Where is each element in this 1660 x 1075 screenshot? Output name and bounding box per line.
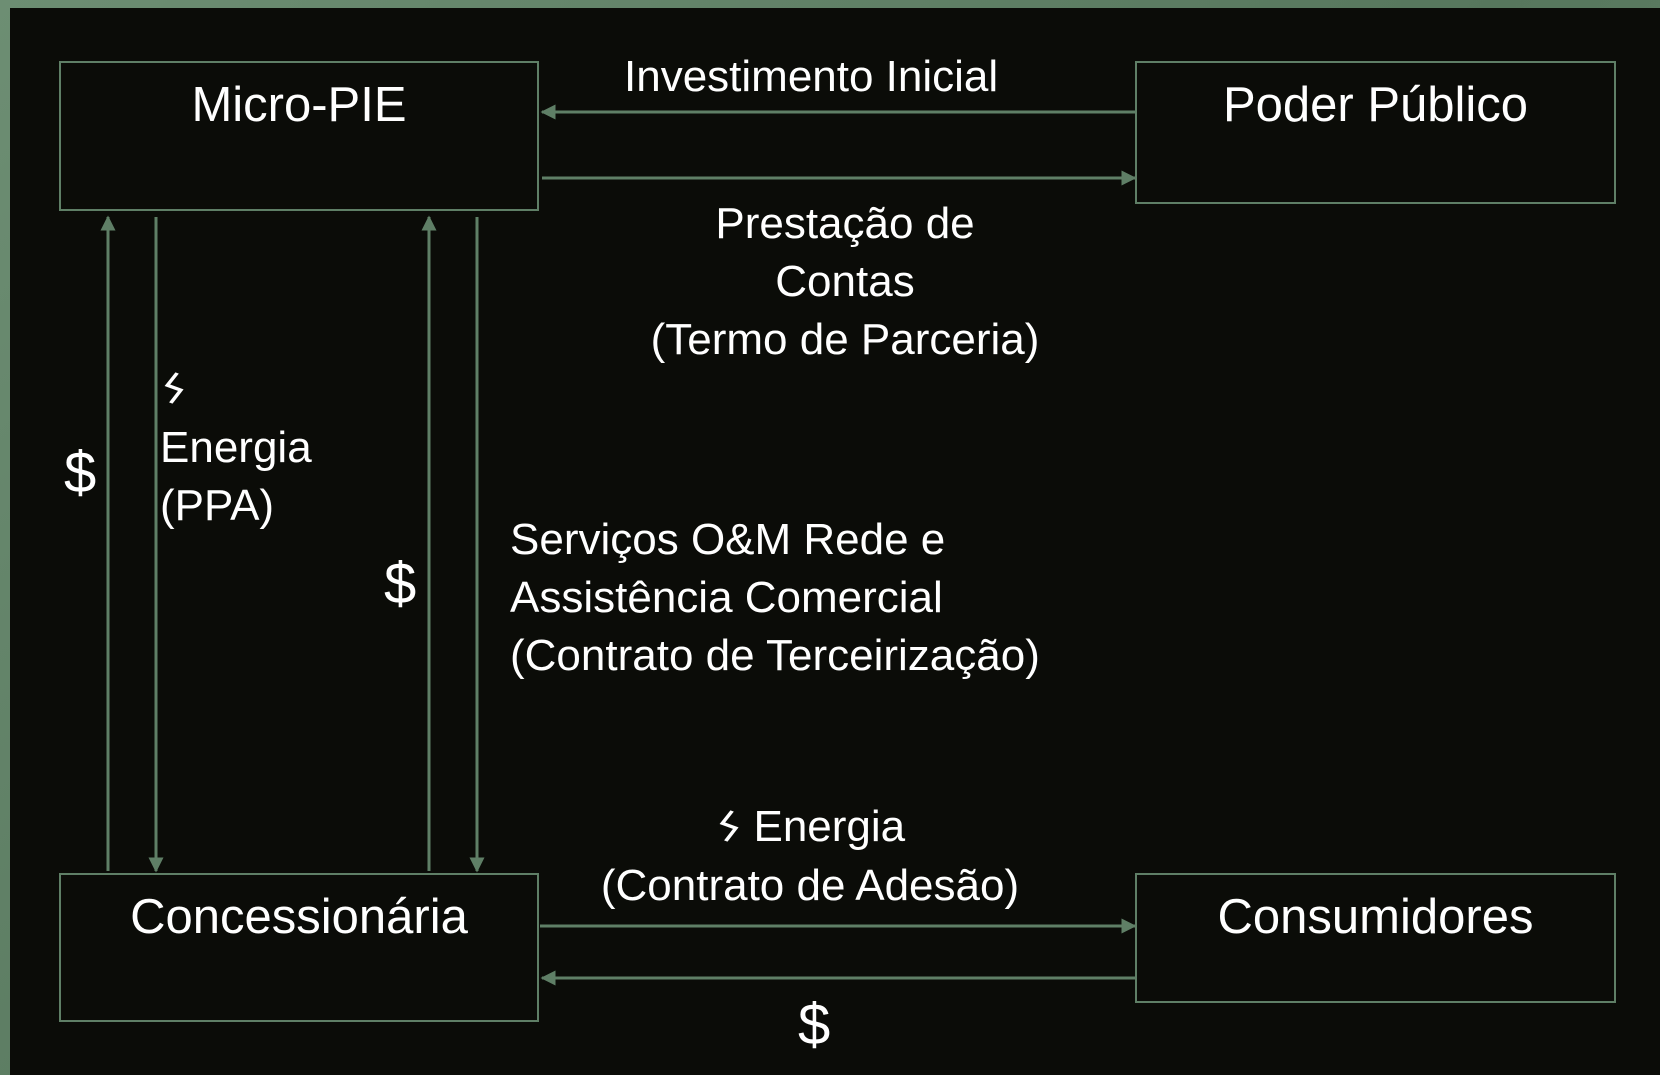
prestacao-line-3: (Termo de Parceria) — [650, 315, 1040, 364]
micro-pie-title: Micro-PIE — [191, 78, 407, 132]
prestacao-line-2: Contas — [775, 257, 915, 306]
servicos-line-1: Serviços O&M Rede e — [510, 515, 946, 564]
consumidores-box: Consumidores — [1135, 873, 1616, 1003]
prestacao-line-1: Prestação de — [715, 199, 975, 248]
prestacao-label: Prestação de Contas (Termo de Parceria) — [620, 195, 1070, 369]
lightning-bolt-icon: ϟ — [707, 801, 749, 855]
diagram-panel — [10, 8, 1660, 1075]
energia-ppa-line-1: Energia — [160, 423, 312, 472]
servicos-line-3: (Contrato de Terceirização) — [510, 631, 1040, 680]
energia-ppa-line-2: (PPA) — [160, 481, 275, 530]
energia-adesao-label: ϟ Energia (Contrato de Adesão) — [560, 798, 1060, 915]
investimento-label: Investimento Inicial — [624, 52, 999, 101]
energia-ppa-label: ϟ Energia (PPA) — [153, 360, 312, 535]
energia-adesao-line-1: Energia — [753, 802, 906, 851]
energia-adesao-line-2: (Contrato de Adesão) — [600, 861, 1020, 910]
micro-pie-box: Micro-PIE — [59, 61, 539, 211]
poder-publico-title: Poder Público — [1222, 78, 1529, 132]
dollar-mid-label: $ — [384, 551, 417, 616]
servicos-line-2: Assistência Comercial — [510, 573, 943, 622]
consumidores-title: Consumidores — [1217, 890, 1534, 944]
poder-publico-box: Poder Público — [1135, 61, 1616, 204]
concessionaria-box: Concessionária — [59, 873, 539, 1022]
dollar-left-label: $ — [64, 440, 97, 505]
dollar-bottom-label: $ — [798, 992, 831, 1057]
concessionaria-title: Concessionária — [130, 890, 468, 944]
servicos-label: Serviços O&M Rede e Assistência Comercia… — [510, 511, 1040, 685]
